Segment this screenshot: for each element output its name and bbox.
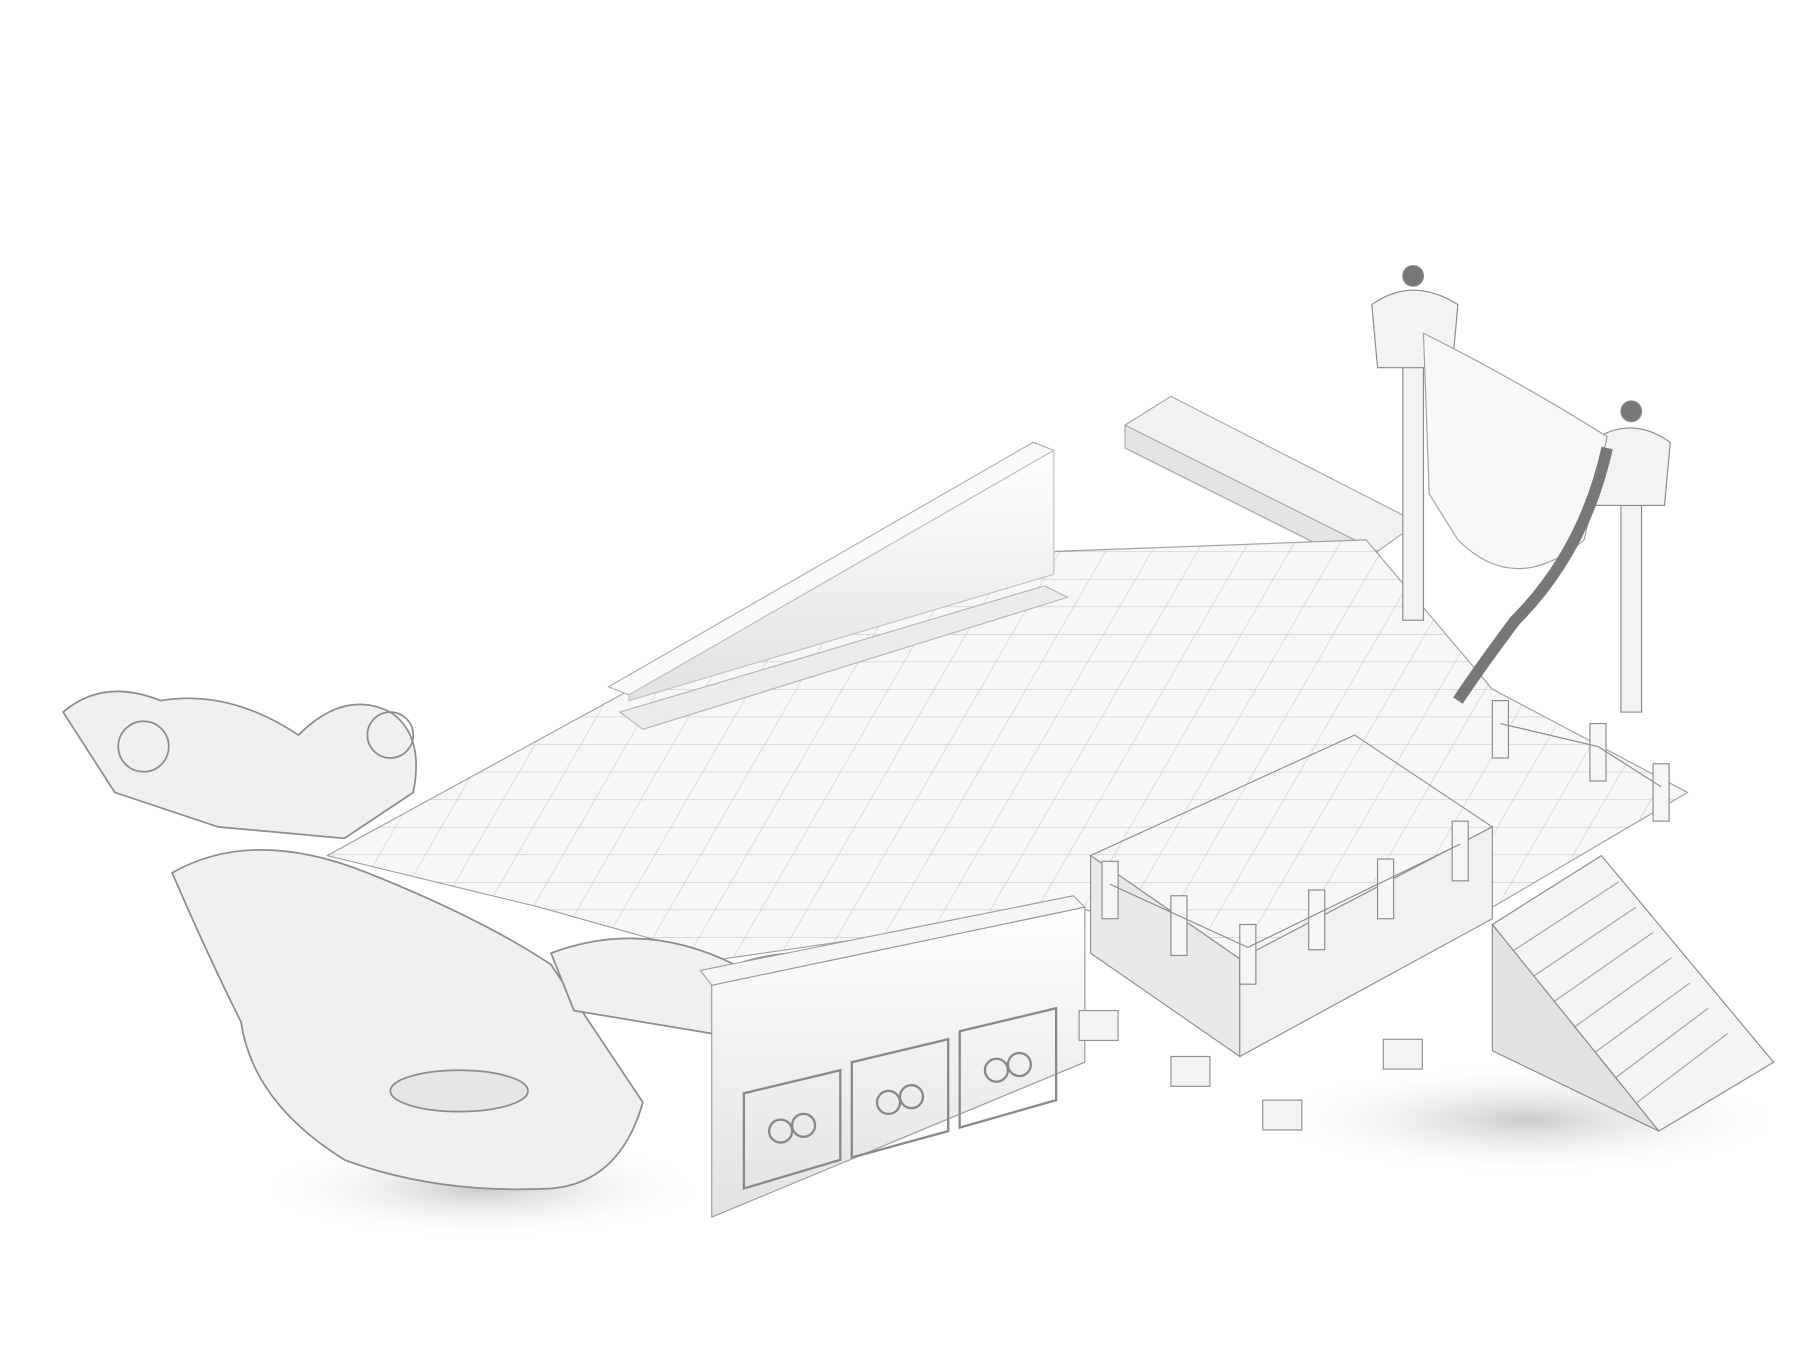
back-wall-step [618, 585, 1070, 730]
stair-side-relief [1491, 922, 1660, 1132]
front-wall-panels [742, 1006, 1058, 1191]
back-stair-landing [1123, 395, 1419, 553]
back-wall-face [628, 449, 1055, 702]
balustrade [1101, 700, 1670, 985]
platform-support-blocks [1078, 1009, 1423, 1131]
front-wall-face [711, 906, 1086, 1219]
raised-platform-front-right [1239, 825, 1493, 1058]
carved-arch-ribbon [1453, 446, 1613, 704]
stair-treads [1512, 881, 1729, 1103]
